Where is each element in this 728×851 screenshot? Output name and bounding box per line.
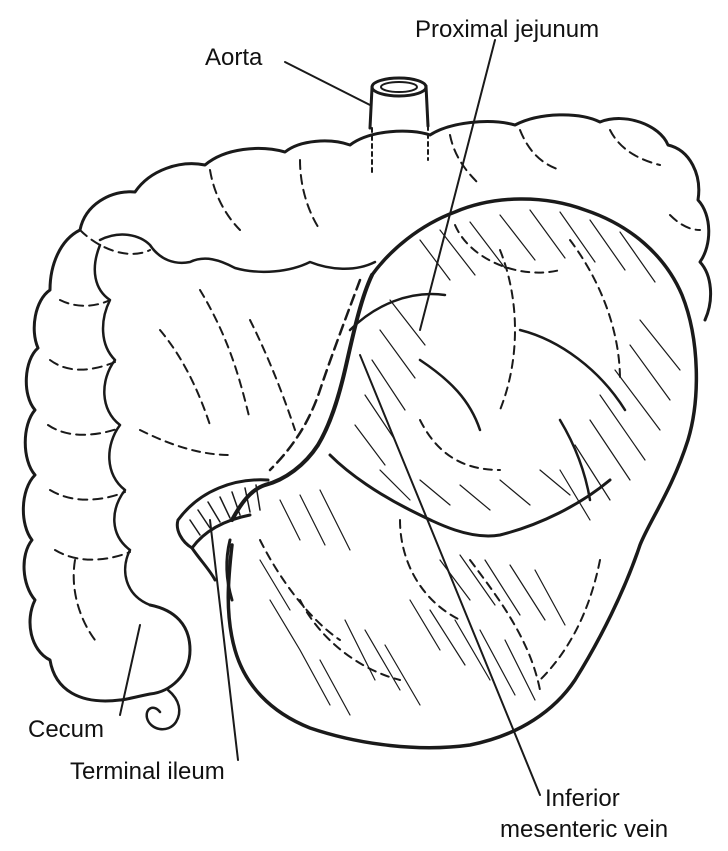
colon xyxy=(23,115,710,701)
inferior-mesenteric-vein-leader xyxy=(360,355,540,795)
terminal-ileum xyxy=(177,480,268,600)
label-cecum: Cecum xyxy=(28,718,104,742)
cecum-leader xyxy=(120,625,140,715)
mesenteric-root xyxy=(232,275,372,520)
label-aorta: Aorta xyxy=(205,46,262,70)
aorta-vessel xyxy=(370,78,428,175)
label-inferior: Inferior xyxy=(545,787,620,811)
aorta-leader xyxy=(285,62,370,105)
small-bowel-mass xyxy=(140,199,696,748)
label-mesenteric-vein: mesenteric vein xyxy=(500,818,668,842)
label-proximal-jejunum: Proximal jejunum xyxy=(415,18,599,42)
proximal-jejunum-leader xyxy=(420,40,495,330)
label-terminal-ileum: Terminal ileum xyxy=(70,760,225,784)
